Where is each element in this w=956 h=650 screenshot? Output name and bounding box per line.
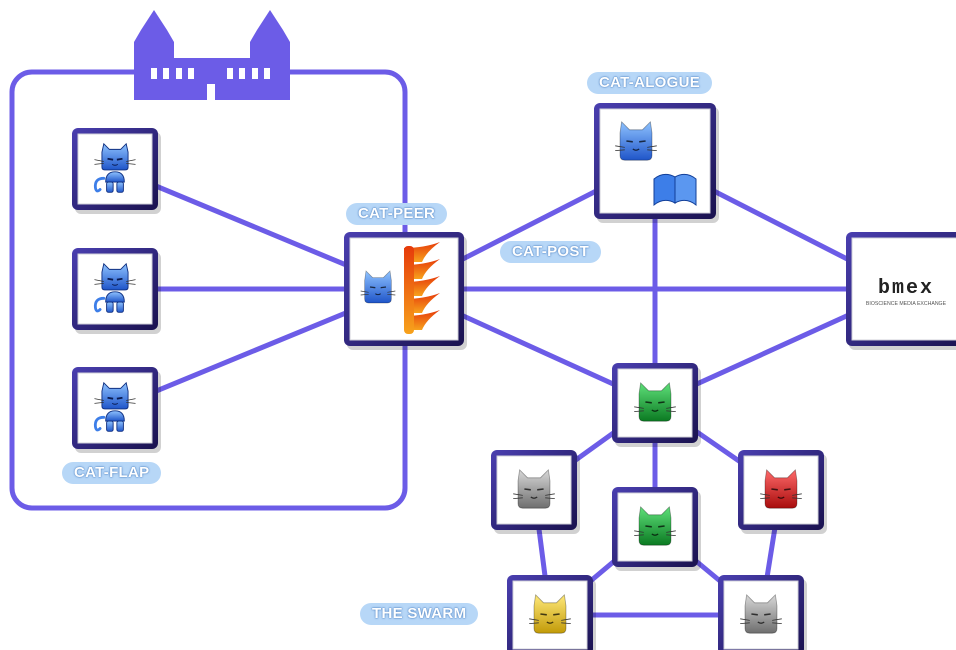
building-windows bbox=[151, 68, 270, 100]
cat-alogue-node[interactable] bbox=[594, 103, 719, 223]
swarm-gray-cat-left[interactable] bbox=[491, 450, 580, 534]
book-icon bbox=[653, 173, 697, 207]
swarm-center-cat[interactable] bbox=[612, 487, 701, 571]
cat-peer-label: CAT-PEER bbox=[346, 203, 448, 225]
cat-flap-robot-1[interactable] bbox=[72, 128, 161, 214]
cat-flap-robot-2[interactable] bbox=[72, 248, 161, 334]
cat-post-label: CAT-POST bbox=[500, 241, 602, 263]
cat-alogue-label: CAT-ALOGUE bbox=[587, 72, 713, 94]
university-building-icon bbox=[134, 10, 290, 100]
cat-flap-label: CAT-FLAP bbox=[62, 462, 162, 484]
swarm-yellow-cat[interactable] bbox=[507, 575, 596, 650]
cat-flap-robot-3[interactable] bbox=[72, 367, 161, 453]
bmex-tagline: BIOSCIENCE MEDIA EXCHANGE bbox=[866, 301, 947, 307]
swarm-red-cat[interactable] bbox=[738, 450, 827, 534]
bmex-logo-text: bmex bbox=[878, 277, 934, 300]
cat-peer-node[interactable] bbox=[344, 232, 467, 350]
swarm-label: THE SWARM bbox=[360, 603, 479, 625]
flame-icon bbox=[404, 242, 440, 334]
swarm-gray-cat-right[interactable] bbox=[718, 575, 807, 650]
swarm-hub-cat[interactable] bbox=[612, 363, 701, 447]
